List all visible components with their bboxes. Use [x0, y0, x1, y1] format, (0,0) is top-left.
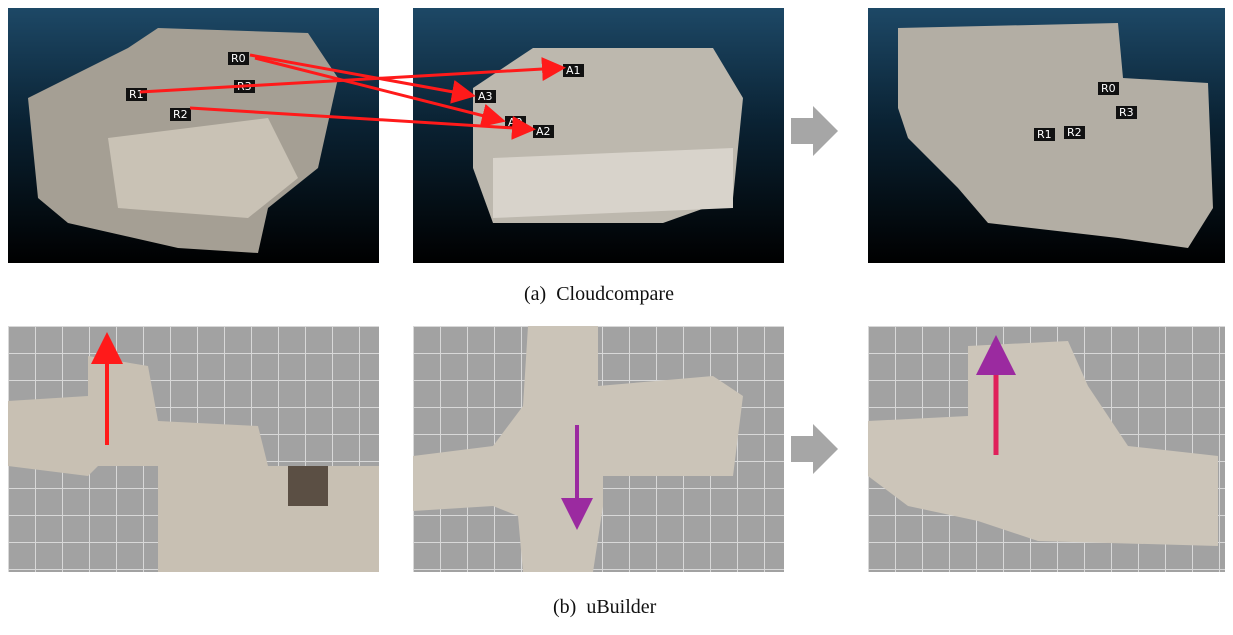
ubuilder-source-map — [8, 326, 379, 572]
label-a1: A1 — [563, 64, 584, 77]
label-a3: A3 — [475, 90, 496, 103]
result-label-r1: R1 — [1034, 128, 1055, 141]
arrow-r1-a1 — [139, 57, 566, 94]
correspondence-arrows — [139, 53, 566, 140]
arrow-r2-a2 — [189, 106, 536, 140]
process-arrow-b — [791, 424, 838, 474]
caption-b: (b) uBuilder — [553, 596, 657, 618]
arrow-r0-a3 — [249, 53, 476, 104]
ubuilder-result-map — [868, 326, 1225, 572]
cloudcompare-result-cloud: R0 R1 R2 R3 — [868, 8, 1225, 263]
result-label-r2: R2 — [1064, 126, 1085, 139]
process-arrow-a — [791, 106, 838, 156]
label-a2: A2 — [533, 125, 554, 138]
cloudcompare-target-cloud: A1 A3 A0 A2 — [413, 8, 784, 263]
label-r0: R0 — [228, 52, 249, 65]
arrow-r0-a0 — [254, 56, 506, 128]
label-r2: R2 — [170, 108, 191, 121]
result-label-r3: R3 — [1116, 106, 1137, 119]
caption-a: (a) Cloudcompare — [524, 283, 674, 305]
result-label-r0: R0 — [1098, 82, 1119, 95]
